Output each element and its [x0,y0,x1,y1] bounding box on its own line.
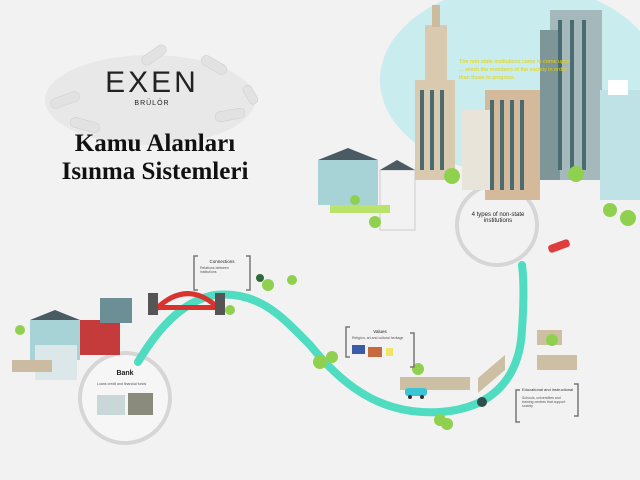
blue-car [405,388,427,399]
houses-top [318,148,416,231]
page-title: Kamu Alanları Isınma Sistemleri [40,130,270,186]
bank-caption: Loans credit and financial funds [97,382,147,386]
pellets-background [45,44,259,145]
logo-subtitle: BRÜLÖR [134,100,170,107]
education-title[interactable]: Educational and instructional [522,387,574,392]
bank-photos [97,393,153,415]
title-line-1: Kamu Alanları [74,130,236,157]
values-caption: Religion, art and cultural heritage [352,336,404,340]
values-photos [352,345,393,357]
bank-title[interactable]: Bank [116,370,134,377]
skyscrapers [415,5,640,200]
trees [15,166,636,430]
red-bridge [148,291,225,315]
frame-brackets [193,255,579,423]
values-title[interactable]: Values [373,329,387,334]
connections-title[interactable]: Connections [209,259,235,264]
connections-caption: Relations between institutions [200,266,229,274]
exen-logo: EXEN BRÜLÖR [100,66,204,108]
education-caption: Schools, universities and training centr… [522,396,566,408]
title-line-2: Isınma Sistemleri [61,158,249,185]
institutions-title[interactable]: 4 types of non-state institutions [471,212,525,224]
logo-brand: EXEN [105,66,199,99]
journey-path [134,261,528,417]
red-car [548,239,570,253]
houses-left [12,298,132,380]
overlay-text: The non-state institutions came to come … [459,59,571,81]
